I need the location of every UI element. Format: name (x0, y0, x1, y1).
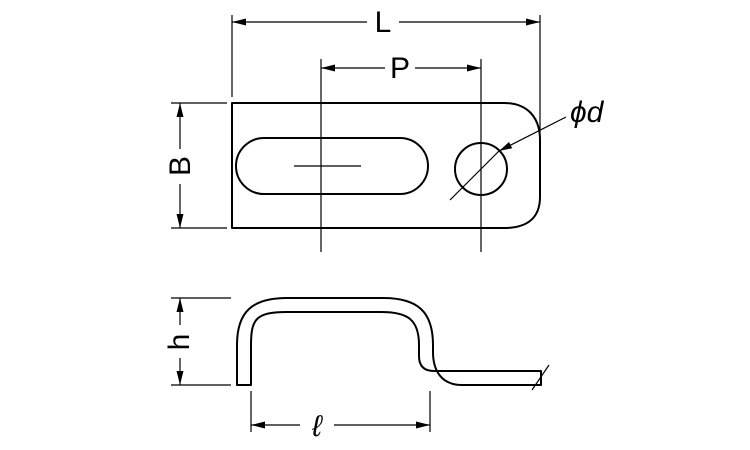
label-B: B (164, 156, 197, 176)
label-L: L (375, 6, 392, 39)
label-phi-d: ϕd (570, 96, 605, 129)
dimension-strap-width: B (164, 102, 227, 229)
arrowhead-right (467, 64, 481, 72)
arrowhead-leader (499, 142, 513, 151)
arrowhead-top (176, 298, 184, 312)
arrowhead-bottom (176, 214, 184, 228)
label-h: h (163, 334, 196, 351)
side-profile (236, 297, 542, 386)
dimension-hole-pitch: P (321, 52, 481, 85)
arrowhead-left (321, 64, 335, 72)
arrowhead-right (526, 18, 540, 26)
plan-outline (231, 102, 541, 229)
arrowhead-bottom (176, 371, 184, 385)
dimension-saddle-base-length: ℓ (250, 391, 431, 443)
dimension-saddle-height: h (163, 297, 231, 386)
side-view (236, 297, 550, 391)
dimension-overall-length: L (231, 6, 541, 133)
foot-end-tick (531, 364, 550, 391)
label-ell: ℓ (311, 410, 323, 443)
dimension-hole-diameter: ϕd (449, 96, 605, 201)
arrowhead-top (176, 103, 184, 117)
diameter-line (449, 150, 500, 201)
arrowhead-left (232, 18, 246, 26)
plan-saddle-hump (235, 137, 429, 195)
plan-view (231, 59, 541, 252)
arrowhead-right (416, 421, 430, 429)
label-P: P (390, 52, 410, 85)
arrowhead-left (251, 421, 265, 429)
